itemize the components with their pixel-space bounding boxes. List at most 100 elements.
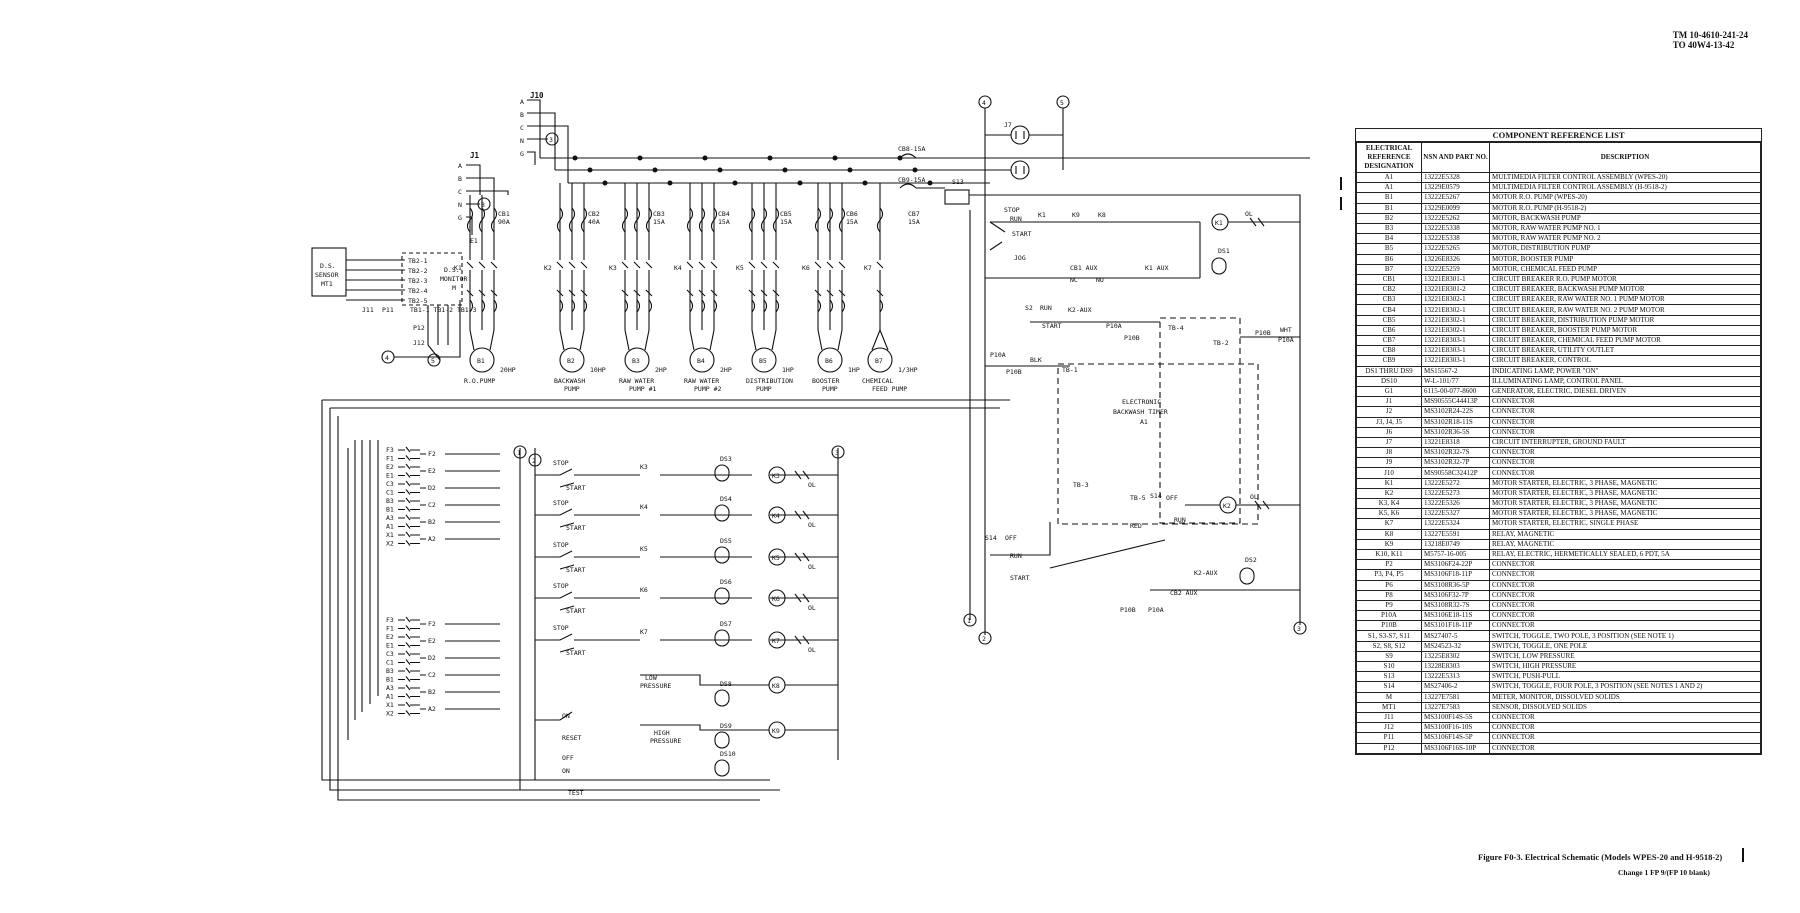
s13-label: S13 [952, 178, 964, 186]
relay-contact-label: F1 [386, 455, 394, 463]
ds-sensor-box [311, 247, 347, 297]
relay-contact-row: F1 [386, 455, 420, 463]
relay-contact-label: A1 [386, 523, 394, 531]
crl-cell-designation: J2 [1356, 406, 1422, 418]
low-pressure-label-2: PRESSURE [640, 682, 671, 690]
j10-label: J10 [530, 91, 544, 100]
breaker-label: CB5 [780, 210, 792, 218]
crl-cell-description: SWITCH, HIGH PRESSURE [1489, 660, 1761, 673]
crl-cell-description: MOTOR, BOOSTER PUMP [1489, 253, 1761, 265]
relay-output-label: E2 [428, 467, 436, 475]
crl-cell-designation: S14 [1356, 681, 1422, 693]
row-start-label: START [566, 607, 586, 615]
row-contact-label: K4 [640, 503, 648, 511]
crl-cell-part: 13229E0099 [1421, 202, 1490, 214]
relay-output-row: E2 [420, 467, 500, 475]
crl-cell-part: MS3108R32-7S [1421, 599, 1490, 612]
motor-b7 [867, 347, 893, 373]
j1-phase-g: G [458, 214, 462, 222]
breaker-label: CB7 [908, 210, 920, 218]
row-contact-label: K6 [640, 586, 648, 594]
crl-cell-description: MOTOR, CHEMICAL FEED PUMP [1489, 263, 1761, 275]
crl-cell-description: MOTOR, RAW WATER PUMP NO. 2 [1489, 233, 1761, 245]
crl-cell-designation: B3 [1356, 222, 1422, 235]
crl-cell-part: MS3102R32-7P [1421, 457, 1490, 469]
crl-cell-designation: J9 [1356, 457, 1422, 469]
crl-cell-description: CIRCUIT BREAKER, RAW WATER NO. 2 PUMP MO… [1489, 304, 1761, 316]
node-2-ctrl [528, 453, 542, 467]
crl-cell-part: 13228E8303 [1421, 660, 1490, 673]
breaker-label: CB3 [653, 210, 665, 218]
k2aux-bottom-label: K2-AUX [1194, 569, 1218, 577]
crl-cell-part: 13221E8318 [1421, 436, 1490, 449]
breaker-rating: 15A [718, 218, 730, 226]
j10-phase-b: B [520, 111, 524, 119]
indicator-lamp [714, 546, 730, 564]
relay-contact-label: B1 [386, 676, 394, 684]
row-start-label: START [566, 649, 586, 657]
s11-on-label: ON [562, 767, 570, 775]
relay-contact-label: A3 [386, 684, 394, 692]
crl-cell-description: CIRCUIT BREAKER, CHEMICAL FEED PUMP MOTO… [1489, 334, 1761, 347]
row-start-label: START [566, 484, 586, 492]
crl-cell-description: MOTOR STARTER, ELECTRIC, 3 PHASE, MAGNET… [1489, 477, 1761, 489]
crl-cell-part: 13221E8302-1 [1421, 294, 1490, 306]
crl-cell-description: MOTOR STARTER, ELECTRIC, 3 PHASE, MAGNET… [1489, 487, 1761, 500]
crl-cell-designation: G1 [1356, 385, 1422, 398]
p10b-bottom-label: P10B [1120, 606, 1136, 614]
crl-cell-part: 13222E5273 [1421, 487, 1490, 500]
crl-cell-designation: B1 [1356, 202, 1422, 214]
row-lamp-label: DS3 [720, 455, 732, 463]
j10-phase-g: G [520, 150, 524, 158]
starter-coil [768, 466, 786, 484]
motor-b5 [751, 347, 777, 373]
row-contact-label: K5 [640, 545, 648, 553]
j10-phase-a: A [520, 98, 524, 106]
crl-cell-description: SWITCH, TOGGLE, TWO POLE, 3 POSITION (SE… [1489, 630, 1761, 642]
relay-output-row: C2 [420, 501, 500, 509]
crl-cell-part: MS15567-2 [1421, 365, 1490, 377]
crl-cell-designation: DS1 THRU DS9 [1356, 365, 1422, 377]
relay-contact-label: F3 [386, 616, 394, 624]
node-3-ctrl [831, 445, 845, 459]
crl-cell-description: CONNECTOR [1489, 396, 1761, 408]
gfci-outlet-1 [1010, 125, 1030, 145]
motor-hp: 20HP [500, 366, 516, 374]
crl-cell-designation: B7 [1356, 263, 1422, 275]
crl-cell-description: CIRCUIT BREAKER R.O. PUMP MOTOR [1489, 273, 1761, 286]
s2-start-label: START [1042, 322, 1062, 330]
node-1-ctrl-label: 1 [517, 449, 521, 457]
tb1-label: TB-1 [1062, 366, 1078, 374]
crl-cell-description: CIRCUIT INTERRUPTER, GROUND FAULT [1489, 436, 1761, 449]
row-start-label: START [566, 566, 586, 574]
crl-cell-description: MULTIMEDIA FILTER CONTROL ASSEMBLY (WPES… [1489, 171, 1761, 184]
crl-cell-part: 13221E8302-1 [1421, 314, 1490, 326]
row-coil-label: K4 [772, 512, 780, 520]
starter-label: K6 [802, 264, 810, 272]
relay-contact-label: C3 [386, 480, 394, 488]
crl-cell-part: W-L-101/77 [1421, 375, 1490, 387]
motor-label: B1 [477, 357, 485, 365]
row-ol-label: OL [808, 563, 816, 571]
crl-cell-description: MOTOR R.O. PUMP (WPES-20) [1489, 192, 1761, 204]
crl-cell-part: 13227E7583 [1421, 701, 1490, 713]
motor-name: DISTRIBUTION [746, 377, 793, 385]
